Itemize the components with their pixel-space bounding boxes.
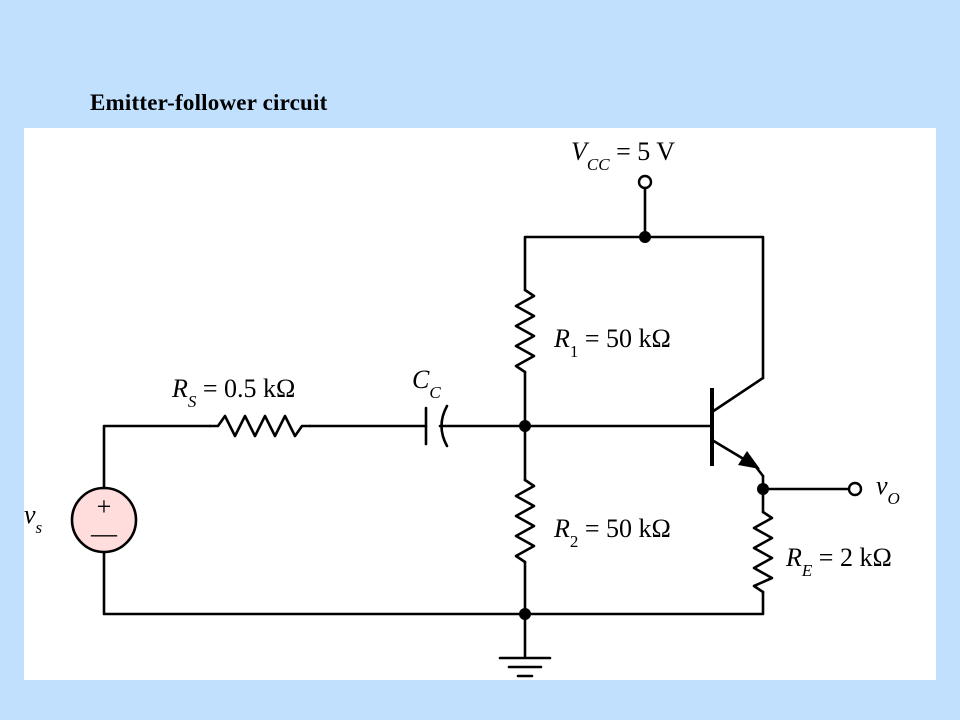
cc-label: CC bbox=[412, 365, 441, 402]
r2-resistor bbox=[514, 478, 536, 564]
r2-label: R2 = 50 kΩ bbox=[553, 514, 671, 551]
bottom-ground-wire bbox=[102, 548, 765, 616]
re-resistor bbox=[752, 510, 774, 594]
rs-resistor bbox=[208, 414, 312, 438]
diagram-panel bbox=[24, 128, 936, 680]
vs-label: vs bbox=[24, 500, 43, 537]
vs-plus-sign: + bbox=[97, 492, 112, 521]
source-left-wire bbox=[102, 424, 212, 492]
transistor-collector bbox=[710, 376, 765, 414]
vo-label: vO bbox=[876, 471, 900, 508]
page-title: Emitter-follower circuit bbox=[90, 90, 328, 115]
rs-label: RS = 0.5 kΩ bbox=[171, 374, 295, 411]
r1-resistor bbox=[514, 288, 536, 374]
re-label: RE = 2 kΩ bbox=[785, 543, 892, 580]
top-rail-wire bbox=[523, 235, 765, 380]
vcc-junction-dot bbox=[639, 231, 651, 243]
emitter-arrow-icon bbox=[738, 451, 760, 469]
vcc-terminal bbox=[637, 174, 653, 190]
vcc-label: VCC = 5 V bbox=[571, 137, 675, 174]
emitter-lead bbox=[754, 465, 765, 478]
vs-source-icon bbox=[70, 486, 138, 554]
vo-terminal bbox=[847, 481, 863, 497]
vs-minus-sign: — bbox=[90, 519, 118, 548]
r1-label: R1 = 50 kΩ bbox=[553, 324, 671, 361]
